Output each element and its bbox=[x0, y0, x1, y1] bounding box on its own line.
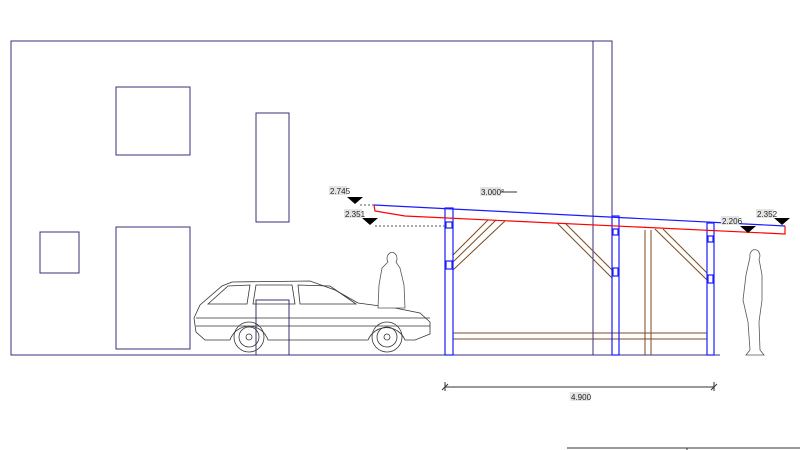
carport-posts bbox=[444, 207, 715, 356]
house-facade bbox=[10, 40, 613, 356]
roof-pitch-label: 3.000° bbox=[481, 188, 504, 197]
span-dimension bbox=[441, 382, 718, 391]
person-near-car bbox=[377, 252, 406, 309]
level-2745: 2.745 bbox=[329, 186, 374, 206]
level-markers: 2.745 2.351 2.206 2.352 3.000° bbox=[329, 186, 790, 233]
post-middle bbox=[611, 215, 620, 356]
door bbox=[115, 226, 191, 350]
roof-top-edge bbox=[373, 204, 786, 227]
span-dimension-label: 4.900 bbox=[571, 393, 592, 402]
level-2206: 2.206 bbox=[721, 216, 756, 233]
roof-pitch-annotation: 3.000° bbox=[480, 187, 517, 197]
level-label: 2.351 bbox=[345, 210, 366, 219]
level-2352: 2.352 bbox=[756, 209, 790, 225]
level-triangle-icon bbox=[774, 218, 790, 225]
post-right bbox=[706, 222, 715, 356]
level-2351: 2.351 bbox=[344, 209, 445, 227]
timber-frame bbox=[452, 219, 708, 355]
carport-roof bbox=[373, 204, 786, 235]
window-lower-small bbox=[39, 231, 80, 274]
level-label: 2.206 bbox=[722, 217, 743, 226]
car-station-wagon bbox=[193, 280, 431, 353]
post-left bbox=[444, 207, 454, 356]
person-right bbox=[742, 249, 765, 356]
roof-bottom-edge bbox=[373, 204, 786, 235]
window-upper-left bbox=[115, 86, 191, 156]
level-label: 2.352 bbox=[757, 210, 778, 219]
level-label: 2.745 bbox=[330, 187, 351, 196]
level-triangle-icon bbox=[740, 226, 756, 233]
level-triangle-icon bbox=[362, 218, 378, 225]
house-outline bbox=[10, 40, 613, 356]
level-triangle-icon bbox=[347, 197, 363, 204]
window-upper-narrow bbox=[255, 112, 290, 223]
